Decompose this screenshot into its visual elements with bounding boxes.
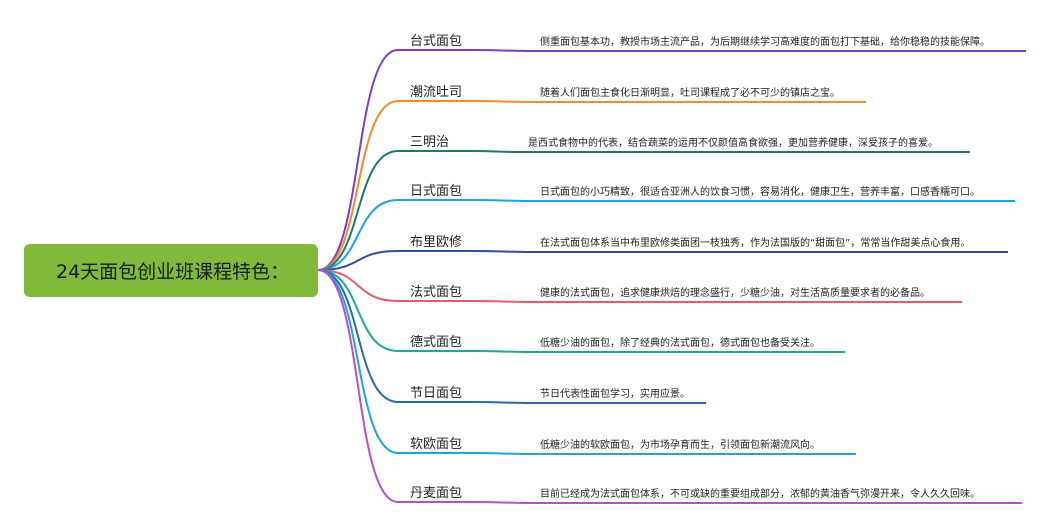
- branch-connector: [317, 199, 399, 271]
- branch-connector: [317, 100, 399, 271]
- branch-connector: [317, 269, 399, 454]
- branch-label: 潮流吐司: [410, 85, 463, 100]
- desc-connector: [473, 300, 531, 303]
- branch-connector: [317, 269, 399, 403]
- branch-description: 是西式食物中的代表，结合蔬菜的运用不仅颜值高食欲强，更加营养健康，深受孩子的喜爱…: [528, 138, 938, 149]
- branch-label: 日式面包: [410, 184, 463, 199]
- desc-connector: [473, 350, 531, 353]
- branch-label: 丹麦面包: [410, 486, 463, 501]
- branch-connector: [317, 269, 399, 302]
- branch-label: 三明治: [410, 135, 450, 150]
- root-title: 24天面包创业班课程特色：: [56, 261, 290, 283]
- desc-connector: [473, 250, 531, 253]
- desc-connector: [473, 452, 531, 455]
- desc-connector: [473, 501, 531, 504]
- branch-label: 法式面包: [410, 285, 463, 300]
- branch-description: 在法式面包体系当中布里欧修类面团一枝独秀，作为法国版的“甜面包”，常常当作甜美点…: [540, 238, 971, 249]
- desc-connector: [473, 100, 531, 103]
- desc-connector: [473, 401, 531, 404]
- root-node: 24天面包创业班课程特色：: [24, 244, 318, 297]
- branch-label: 德式面包: [410, 335, 463, 350]
- branch-description: 低糖少油的软欧面包，为市场孕育而生，引领面包新潮流风向。: [540, 440, 820, 451]
- branch-label: 布里欧修: [410, 235, 463, 250]
- desc-connector: [473, 199, 531, 202]
- branch-description: 节日代表性面包学习，实用应景。: [540, 389, 690, 400]
- desc-connector: [473, 150, 519, 153]
- branch-description: 日式面包的小巧精致，很适合亚洲人的饮食习惯，容易消化，健康卫生，营养丰富，口感香…: [540, 187, 980, 198]
- branch-description: 健康的法式面包，追求健康烘焙的理念盛行，少糖少油，对生活高质量要求者的必备品。: [540, 288, 930, 299]
- branch-label: 节日面包: [410, 386, 463, 401]
- branch-description: 随着人们面包主食化日渐明显，吐司课程成了必不可少的镇店之宝。: [540, 88, 840, 99]
- branch-connector: [317, 49, 399, 271]
- branch-description: 目前已经成为法式面包体系，不可或缺的重要组成部分，浓郁的黄油香气弥漫开来，令人久…: [540, 489, 980, 500]
- desc-connector: [473, 49, 531, 52]
- branch-connector: [317, 250, 399, 271]
- branch-connector: [317, 269, 399, 352]
- branch-label: 软欧面包: [410, 437, 463, 452]
- branch-description: 低糖少油的面包，除了经典的法式面包，德式面包也备受关注。: [540, 338, 820, 349]
- branch-connector: [317, 150, 399, 271]
- branch-connector: [317, 269, 399, 503]
- branch-description: 侧重面包基本功，教授市场主流产品，为后期继续学习高难度的面包打下基础，给你稳稳的…: [540, 37, 990, 48]
- branch-label: 台式面包: [410, 34, 463, 49]
